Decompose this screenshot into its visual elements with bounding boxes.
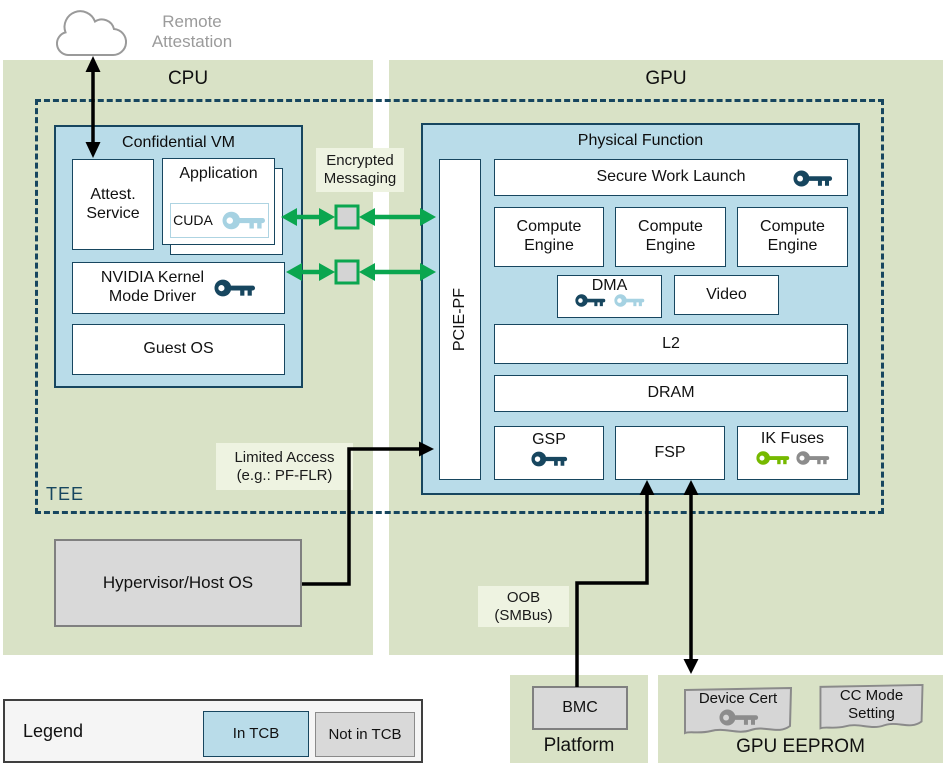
tee-boundary: TEE [35, 99, 884, 514]
l2-box: L2 [494, 324, 848, 364]
confidential-vm-box: Confidential VM Attest. Service Applicat… [54, 125, 303, 388]
document-shape [684, 686, 793, 735]
limited-access-text: Limited Access (e.g.: PF-FLR) [234, 448, 335, 484]
nvidia-kernel-driver-label: NVIDIA Kernel Mode Driver [100, 269, 205, 305]
compute-engine-label: Compute Engine [760, 218, 825, 254]
video-label: Video [706, 285, 747, 303]
oob-smbus-text: OOB (SMBus) [494, 588, 553, 624]
driver-key-icon [214, 278, 256, 298]
gsp-label: GSP [532, 431, 566, 448]
ik-green-key-icon [756, 450, 790, 466]
gpu-eeprom-label: GPU EEPROM [736, 735, 865, 757]
video-box: Video [674, 275, 779, 315]
attest-service-box: Attest. Service [72, 159, 154, 250]
fsp-box: FSP [615, 426, 725, 480]
cuda-label: CUDA [173, 212, 213, 229]
dma-label: DMA [591, 277, 628, 294]
gpu-eeprom-box: Device Cert CC Mode Setting GPU EEPROM [658, 675, 943, 763]
application-box: Application CUDA [162, 158, 275, 245]
tee-label: TEE [46, 483, 85, 504]
encrypted-messaging-label: Encrypted Messaging [316, 148, 404, 192]
pcie-pf-label: PCIE-PF [450, 287, 468, 352]
compute-engine-box: Compute Engine [737, 207, 848, 267]
legend-title: Legend [23, 721, 84, 741]
document-shape [819, 683, 924, 730]
cuda-key-icon [222, 210, 266, 231]
gsp-key-icon [531, 450, 568, 468]
dma-key-icon [614, 293, 645, 308]
confidential-vm-title: Confidential VM [122, 134, 235, 151]
application-label: Application [179, 165, 258, 182]
legend-not-in-tcb-label: Not in TCB [328, 725, 402, 743]
legend-not-in-tcb: Not in TCB [315, 712, 415, 757]
cloud-icon [56, 10, 127, 57]
oob-smbus-label: OOB (SMBus) [478, 586, 569, 627]
compute-engine-label: Compute Engine [638, 218, 703, 254]
fsp-label: FSP [654, 443, 686, 461]
encrypted-messaging-text: Encrypted Messaging [323, 152, 397, 187]
ik-fuses-box: IK Fuses [737, 426, 848, 480]
swl-key-icon [793, 169, 833, 188]
secure-work-launch-box: Secure Work Launch [494, 159, 848, 196]
bmc-box: BMC [532, 686, 628, 730]
attest-service-label: Attest. Service [86, 185, 140, 222]
gpu-panel-label: GPU [645, 68, 687, 89]
gsp-box: GSP [494, 426, 604, 480]
compute-engine-box: Compute Engine [615, 207, 726, 267]
compute-engine-label: Compute Engine [516, 218, 582, 254]
device-cert-label: Device Cert [698, 690, 778, 707]
ik-gray-key-icon [796, 450, 830, 466]
l2-label: L2 [662, 334, 680, 352]
cuda-box: CUDA [170, 203, 269, 238]
hypervisor-box: Hypervisor/Host OS [54, 539, 302, 627]
guest-os-label: Guest OS [143, 340, 214, 358]
device-cert-key-icon [719, 708, 759, 727]
physical-function-title: Physical Function [577, 132, 704, 149]
legend-in-tcb: In TCB [203, 711, 309, 757]
hypervisor-label: Hypervisor/Host OS [102, 572, 254, 592]
limited-access-label: Limited Access (e.g.: PF-FLR) [216, 443, 353, 490]
compute-engine-box: Compute Engine [494, 207, 604, 267]
dram-label: DRAM [647, 384, 695, 402]
guest-os-box: Guest OS [72, 324, 285, 375]
device-cert-doc: Device Cert [683, 686, 793, 740]
pcie-pf-box: PCIE-PF [439, 159, 481, 480]
platform-box: BMC Platform [510, 675, 648, 763]
dram-box: DRAM [494, 375, 848, 412]
dma-box: DMA [557, 275, 662, 318]
bmc-label: BMC [562, 698, 598, 716]
cc-mode-label: CC Mode Setting [839, 687, 904, 722]
cpu-panel-label: CPU [167, 68, 209, 89]
cc-mode-doc: CC Mode Setting [818, 683, 925, 735]
dma-key-icon [575, 293, 606, 308]
legend-in-tcb-label: In TCB [232, 725, 280, 743]
nvidia-kernel-driver-box: NVIDIA Kernel Mode Driver [72, 262, 285, 314]
ik-fuses-label: IK Fuses [760, 430, 825, 447]
platform-label: Platform [543, 734, 615, 756]
secure-work-launch-label: Secure Work Launch [596, 168, 746, 186]
legend: Legend In TCB Not in TCB [3, 699, 423, 763]
physical-function-box: Physical Function PCIE-PF Secure Work La… [421, 123, 860, 495]
remote-attestation-label: Remote Attestation [151, 12, 233, 52]
